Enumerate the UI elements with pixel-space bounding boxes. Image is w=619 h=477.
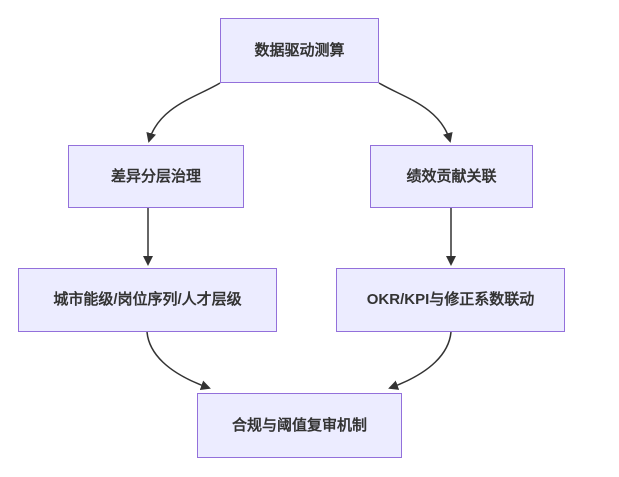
node-label: 绩效贡献关联: [406, 167, 497, 185]
edge-E-F: [388, 331, 452, 390]
node-label: 差异分层治理: [110, 167, 201, 185]
node-label: 合规与阈值复审机制: [231, 416, 367, 434]
node-label: 城市能级/岗位序列/人才层级: [53, 291, 242, 308]
node-compliance-threshold-review: 合规与阈值复审机制: [197, 393, 402, 458]
node-city-tier-job-sequence-talent-level: 城市能级/岗位序列/人才层级: [18, 268, 277, 332]
node-label: 数据驱动测算: [254, 41, 345, 59]
node-label: OKR/KPI与修正系数联动: [366, 291, 535, 308]
node-data-driven-calculation: 数据驱动测算: [220, 18, 379, 83]
edge-A-B: [146, 82, 221, 143]
node-performance-contribution-link: 绩效贡献关联: [370, 145, 533, 208]
node-differentiated-tier-governance: 差异分层治理: [68, 145, 244, 208]
edge-D-F: [146, 331, 211, 391]
node-okr-kpi-correction-coefficient: OKR/KPI与修正系数联动: [336, 268, 565, 332]
edge-A-C: [378, 82, 453, 143]
